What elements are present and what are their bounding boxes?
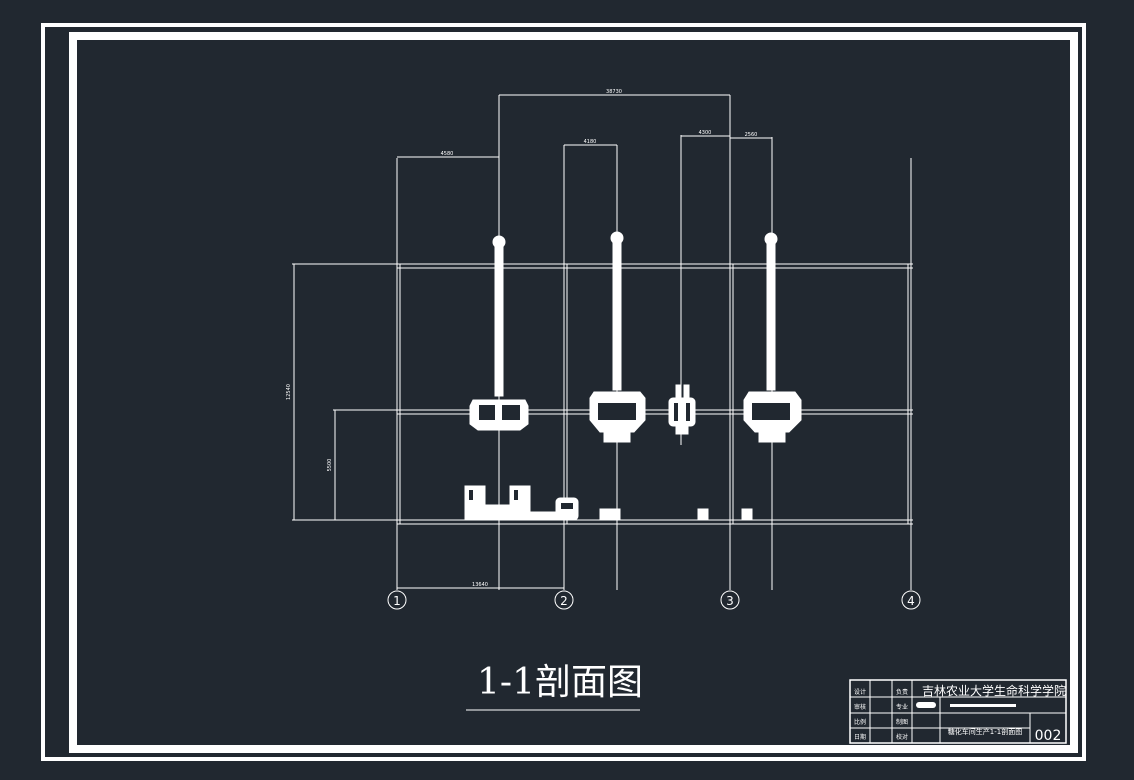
dimension-lines [293,94,772,589]
axis-label-1: 1 [393,594,401,608]
role-label-2: 专业 [896,703,908,711]
title-block-frame [849,679,1067,744]
drawing-number: 002 [1035,728,1062,744]
separator-slot-left [674,403,678,421]
title-block: 吉林农业大学生命科学学院 设计 审核 比例 日期 负责 专业 制图 校对 糖化车… [849,679,1067,744]
row-label-2: 审核 [854,703,866,711]
institution-name: 吉林农业大学生命科学学院 [922,683,1066,698]
pump-2 [509,485,531,521]
drawing-name: 糖化车间生产1-1剖面图 [948,727,1022,736]
axis-label-3: 3 [726,594,734,608]
row-label-3: 比例 [854,718,866,726]
dim-span-3a: 4300 [699,130,712,136]
separator-body [668,397,696,427]
ground-equipment [464,485,753,521]
pump-link [484,504,511,521]
axis-bubble-2 [554,590,574,610]
outer-frame [41,23,1086,761]
feed-line [529,511,559,521]
vessel-3-stack [766,242,776,391]
role-label-4: 校对 [896,733,908,741]
role-label-3: 制图 [896,718,908,726]
drawing-title: 1-1剖面图 [477,662,643,703]
axis-bubbles: 1 2 3 4 [387,590,921,610]
pump-1 [464,485,486,521]
role-label-1: 负责 [896,688,908,696]
inner-frame [69,32,1078,753]
axis-label-2: 2 [560,594,568,608]
dim-height-total: 12540 [286,384,292,400]
vessel-1-window-left [479,405,495,420]
axis-bubble-3 [720,590,740,610]
small-pump-b [697,508,709,521]
separator-slot-right [686,403,690,421]
vessel-1-window-right [502,405,520,420]
name-bar [950,704,1016,707]
separator-pipe-right [683,384,690,400]
axis-label-4: 4 [907,594,915,608]
vessel-1-stack [494,245,504,397]
vessel-3-window [752,403,790,420]
pump-1-slot [469,490,473,500]
dim-span-1: 4580 [441,151,454,157]
dim-span-2: 4180 [584,139,597,145]
dim-height-lower: 5500 [327,459,333,472]
axis-bubble-4 [901,590,921,610]
row-label-1: 设计 [854,688,866,696]
mixer-window [561,503,573,509]
dim-base-span: 13640 [472,582,488,588]
small-pump-c [741,508,753,521]
small-separator [668,384,696,435]
brewing-vessel-1 [469,235,529,431]
dim-span-3b: 2560 [745,132,758,138]
brewing-vessel-3 [743,232,802,443]
vessel-2-stack [612,241,622,391]
dim-top-overall: 38730 [606,89,622,95]
separator-base [675,425,689,435]
axis-bubble-1 [387,590,407,610]
pump-2-slot [514,490,518,500]
row-label-4: 日期 [854,733,866,741]
small-pump-a [599,508,621,521]
brewing-vessel-2 [589,231,646,443]
separator-pipe-left [675,384,682,400]
vessel-2-window [598,403,636,420]
seal-mark [916,702,936,708]
